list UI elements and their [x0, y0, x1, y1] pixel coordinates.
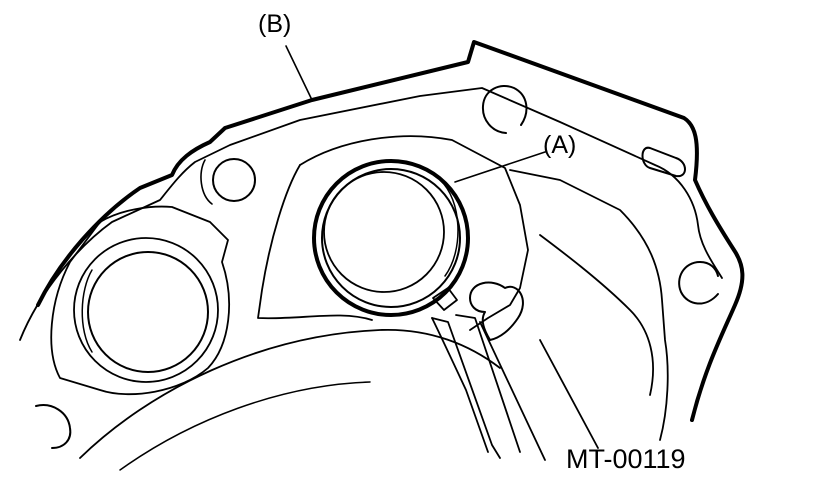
bolt-hole-bottom-left	[35, 404, 72, 449]
oil-seal-lip	[439, 179, 459, 277]
leader-line-b	[285, 45, 313, 101]
figure-code-label: MT-00119	[566, 444, 686, 474]
lower-case-curve	[79, 328, 501, 459]
channel-line-1	[431, 317, 501, 459]
oil-seal-inner-ring	[321, 168, 461, 308]
seal-tab	[432, 287, 458, 311]
seal-boss-left-edge	[257, 164, 373, 321]
right-rib-inner	[539, 234, 654, 396]
channel-line-2	[431, 317, 489, 453]
callout-label-a: (A)	[543, 131, 577, 159]
heart-boss	[469, 281, 524, 341]
callout-label-b: (B)	[258, 10, 292, 38]
right-rib-outer	[509, 169, 669, 441]
bolt-hole-top	[481, 85, 528, 134]
housing-inner-flange	[19, 87, 723, 341]
slotted-hole	[641, 146, 686, 178]
bolt-hole-left-boss	[200, 159, 213, 205]
seal-boss-outline	[299, 135, 529, 331]
left-bore-outer-ring	[73, 237, 219, 383]
left-bore-inner-ring	[87, 251, 209, 373]
oil-seal-outer-ring	[312, 159, 470, 317]
bolt-hole-left	[212, 158, 256, 202]
oil-seal-bore	[323, 171, 445, 293]
left-bore-boss	[50, 205, 230, 396]
channel-line-3	[455, 314, 521, 453]
leader-line-a	[454, 151, 546, 183]
channel-line-4	[479, 321, 546, 461]
lower-case-curve-inner	[119, 381, 371, 471]
left-bore-detail	[81, 269, 93, 353]
bolt-hole-right	[678, 261, 719, 305]
channel-line-5	[539, 339, 599, 449]
housing-outer-outline	[36, 40, 745, 422]
